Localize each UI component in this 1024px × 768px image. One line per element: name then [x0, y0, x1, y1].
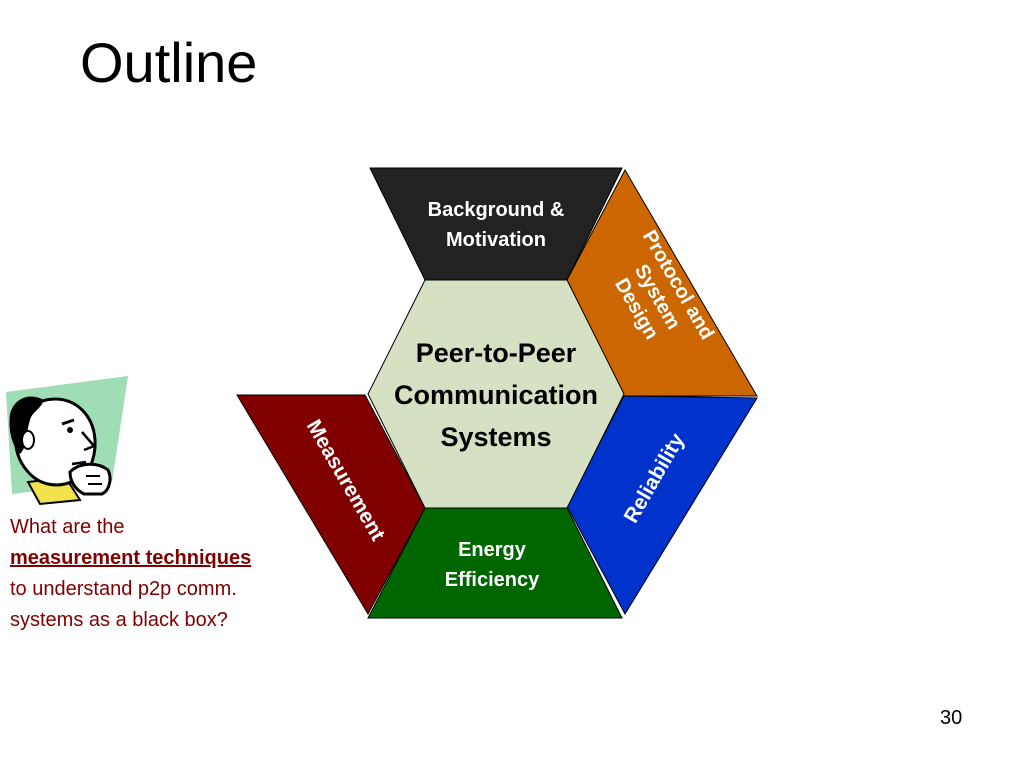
- slide-number: 30: [940, 707, 963, 729]
- question-line-4: systems as a black box?: [10, 609, 228, 631]
- segment-energy-efficiency[interactable]: Energy Efficiency: [367, 507, 623, 619]
- segment-reliability[interactable]: Reliability: [566, 395, 758, 616]
- segment-energy-label-2: Efficiency: [445, 569, 540, 591]
- center-label-1: Peer-to-Peer: [416, 338, 577, 368]
- center-label-2: Communication: [394, 380, 598, 410]
- question-line-3: to understand p2p comm.: [10, 578, 237, 600]
- question-text: What are the measurement techniques to u…: [10, 512, 330, 636]
- thinking-man-icon: [6, 376, 128, 506]
- question-line-1: What are the: [10, 516, 125, 538]
- segment-background-label-1: Background &: [428, 199, 565, 221]
- segment-background-label-2: Motivation: [446, 229, 546, 251]
- segment-measurement[interactable]: Measurement: [236, 394, 426, 616]
- center-label-3: Systems: [440, 422, 551, 452]
- slide-title: Outline: [80, 31, 258, 94]
- segment-energy-label-1: Energy: [458, 539, 527, 561]
- question-line-2-emphasis: measurement techniques: [10, 547, 252, 569]
- center-hexagon: Peer-to-Peer Communication Systems: [367, 279, 625, 509]
